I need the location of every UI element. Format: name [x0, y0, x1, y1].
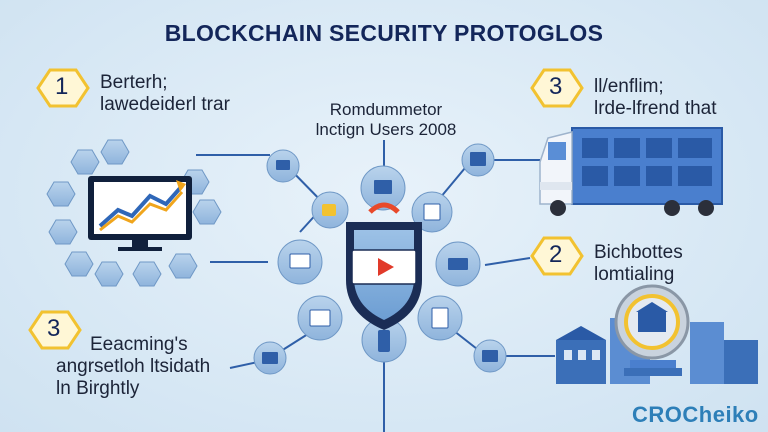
step-1-line1: Berterh; — [100, 72, 168, 93]
diagram-title: BLOCKCHAIN SECURITY PROTOGLOS — [164, 20, 604, 46]
chip-icon — [448, 258, 468, 270]
shield-icon — [346, 202, 422, 330]
card-icon — [374, 180, 392, 194]
monitor-small-icon — [289, 253, 311, 269]
step-3-line2: lrde-lfrend that — [594, 98, 717, 119]
brand-logo: CROCheiko — [632, 402, 759, 427]
device-icon — [482, 350, 498, 362]
panel-icon — [470, 152, 486, 166]
step-3-number: 3 — [549, 73, 563, 100]
step-1-line2: lawedeiderl trar — [100, 94, 230, 115]
building-small-icon — [431, 307, 449, 329]
step-4-line3: ln Birghtly — [56, 378, 140, 399]
center-caption-line1: Romdummetor — [329, 100, 443, 119]
step-4-line2: angrsetloh ltsidath — [56, 356, 211, 377]
computer-node-cluster — [46, 139, 222, 287]
step-badges — [28, 68, 584, 350]
lock-icon — [322, 204, 336, 216]
screen-icon — [276, 160, 290, 170]
step-1-number: 1 — [55, 73, 69, 100]
bank-buildings-icon — [556, 284, 758, 384]
center-caption: Romdummetor lnctign Users 2008 — [296, 100, 476, 140]
step-2-line2: lomtialing — [594, 264, 675, 285]
key-icon — [378, 330, 390, 352]
document-icon — [423, 203, 441, 221]
step-2-line1: Bichbottes — [594, 242, 683, 263]
laptop-icon — [262, 352, 278, 364]
truck-icon — [539, 127, 723, 216]
play-icon — [378, 258, 394, 276]
file-icon — [309, 309, 331, 327]
step-2-number: 2 — [549, 241, 563, 268]
center-caption-line2: lnctign Users 2008 — [315, 120, 457, 139]
step-3-line1: ll/enflim; — [594, 76, 664, 97]
step-4-line1: Eeacming's — [90, 334, 188, 355]
step-3b-number: 3 — [47, 315, 61, 342]
